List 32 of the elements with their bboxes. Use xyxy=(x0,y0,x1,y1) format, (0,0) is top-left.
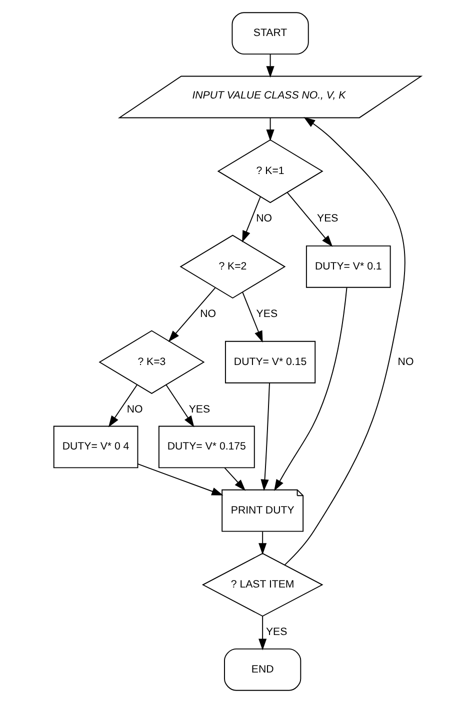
arrow xyxy=(168,287,216,342)
edge-label: YES xyxy=(256,308,278,320)
arrow xyxy=(166,384,194,428)
edge-label: NO xyxy=(200,308,216,320)
arrow xyxy=(108,384,138,428)
arrow xyxy=(266,54,274,78)
arrow xyxy=(274,287,348,492)
arrow xyxy=(137,463,224,496)
node-diamond: ? LAST ITEM xyxy=(202,552,324,617)
node-box: DUTY= V* 0 4 xyxy=(53,426,138,468)
arrow xyxy=(242,292,263,342)
edge-label: YES xyxy=(317,212,338,225)
arrow xyxy=(284,117,406,566)
arrow xyxy=(258,531,267,555)
arrow xyxy=(258,616,267,650)
arrow xyxy=(266,118,274,142)
node-diamond: ? K=1 xyxy=(217,139,324,204)
arrow xyxy=(242,196,261,242)
node-box: DUTY= V* 0.1 xyxy=(306,245,391,288)
edge-label: NO xyxy=(126,404,143,416)
edge-label: NO xyxy=(398,356,414,368)
node-box: START xyxy=(232,12,309,55)
edge-label: NO xyxy=(256,212,272,225)
arrow xyxy=(286,192,333,247)
arrow xyxy=(224,467,246,491)
node-diamond: ? K=2 xyxy=(180,234,286,299)
node-box: DUTY= V* 0.15 xyxy=(224,340,316,384)
node-box: END xyxy=(224,648,302,691)
node-box: DUTY= V* 0.175 xyxy=(158,426,255,468)
edge-label: YES xyxy=(266,626,288,638)
edge-label: YES xyxy=(188,404,210,416)
arrow xyxy=(260,382,270,492)
